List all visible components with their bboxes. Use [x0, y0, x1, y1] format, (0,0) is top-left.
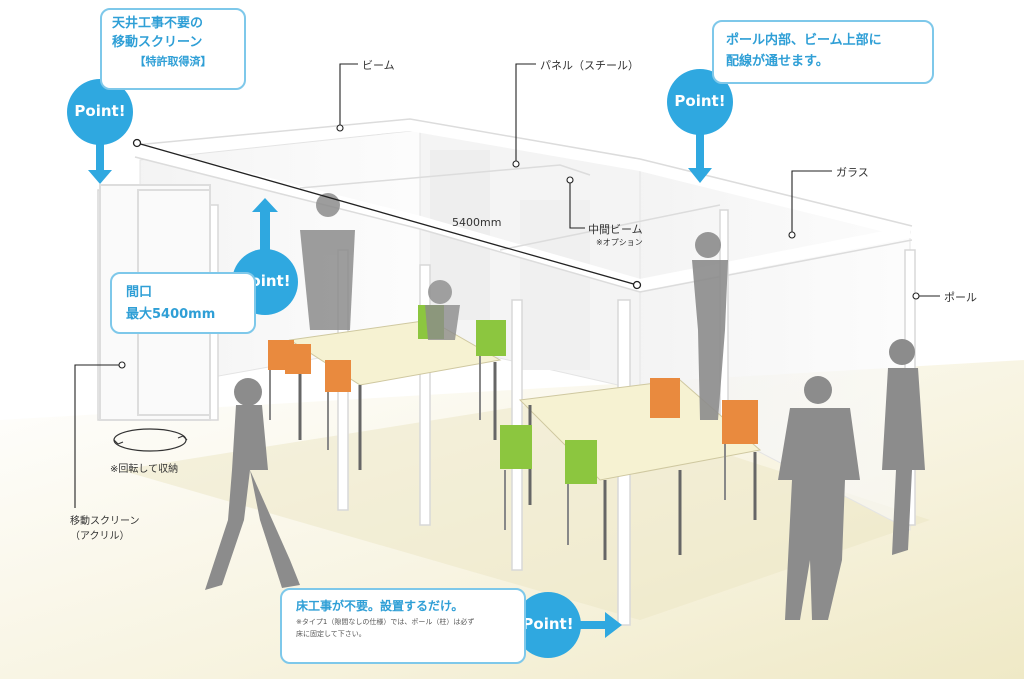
- dimension-line: [132, 138, 642, 290]
- callout-wiring-line2: 配線が通せます。: [726, 54, 829, 69]
- point-marker-screen: [67, 79, 133, 184]
- label-dimension: 5400mm: [452, 216, 502, 229]
- point-markers: [67, 69, 733, 658]
- callout-floor-note1: ※タイプ1（隙間なしの仕様）では、ポール（柱）は必ず: [296, 618, 475, 626]
- callout-screen-line2: 移動スクリーン: [112, 35, 203, 50]
- callout-width-line1: 間口: [126, 285, 153, 300]
- label-glass: ガラス: [836, 166, 869, 179]
- label-mid-beam: 中間ビーム: [588, 223, 643, 236]
- label-rotate: ※回転して収納: [110, 464, 179, 475]
- point-label-4: Point!: [522, 615, 574, 633]
- label-screen-line2: （アクリル）: [70, 531, 130, 542]
- top-frame: [133, 119, 912, 291]
- point-marker-wiring: [667, 69, 733, 183]
- label-pole: ポール: [944, 291, 977, 304]
- person-right-man: [778, 376, 860, 620]
- callout-moving-screen: 天井工事不要の 移動スクリーン 【特許取得済】: [100, 8, 246, 90]
- point-marker-floor: [515, 592, 622, 658]
- rotate-arrow: [113, 428, 188, 452]
- callout-width: 間口 最大5400mm: [110, 272, 256, 334]
- callout-screen-line1: 天井工事不要の: [112, 16, 204, 31]
- callout-floor: 床工事が不要。設置するだけ。 ※タイプ1（隙間なしの仕様）では、ポール（柱）は必…: [280, 588, 526, 664]
- point-label-1: Point!: [74, 102, 126, 120]
- callout-wiring-line1: ポール内部、ビーム上部に: [726, 33, 882, 48]
- callout-screen-line3: 【特許取得済】: [134, 55, 212, 68]
- person-walking-woman: [205, 378, 300, 590]
- label-panel: パネル（スチール）: [540, 59, 639, 72]
- label-screen-line1: 移動スクリーン: [70, 516, 140, 527]
- callout-width-line2: 最大5400mm: [126, 307, 216, 322]
- people-silhouettes: [205, 193, 925, 620]
- label-beam: ビーム: [362, 59, 395, 72]
- label-mid-beam-note: ※オプション: [596, 238, 643, 247]
- callout-wiring: ポール内部、ビーム上部に 配線が通せます。: [712, 20, 934, 84]
- point-label-3: Point!: [674, 92, 726, 110]
- person-right-woman: [882, 339, 925, 555]
- person-seated: [425, 280, 460, 340]
- leader-lines: [74, 63, 940, 508]
- callout-floor-note2: 床に固定して下さい。: [296, 630, 366, 638]
- person-back-right: [692, 232, 728, 420]
- callout-floor-title: 床工事が不要。設置するだけ。: [296, 599, 464, 613]
